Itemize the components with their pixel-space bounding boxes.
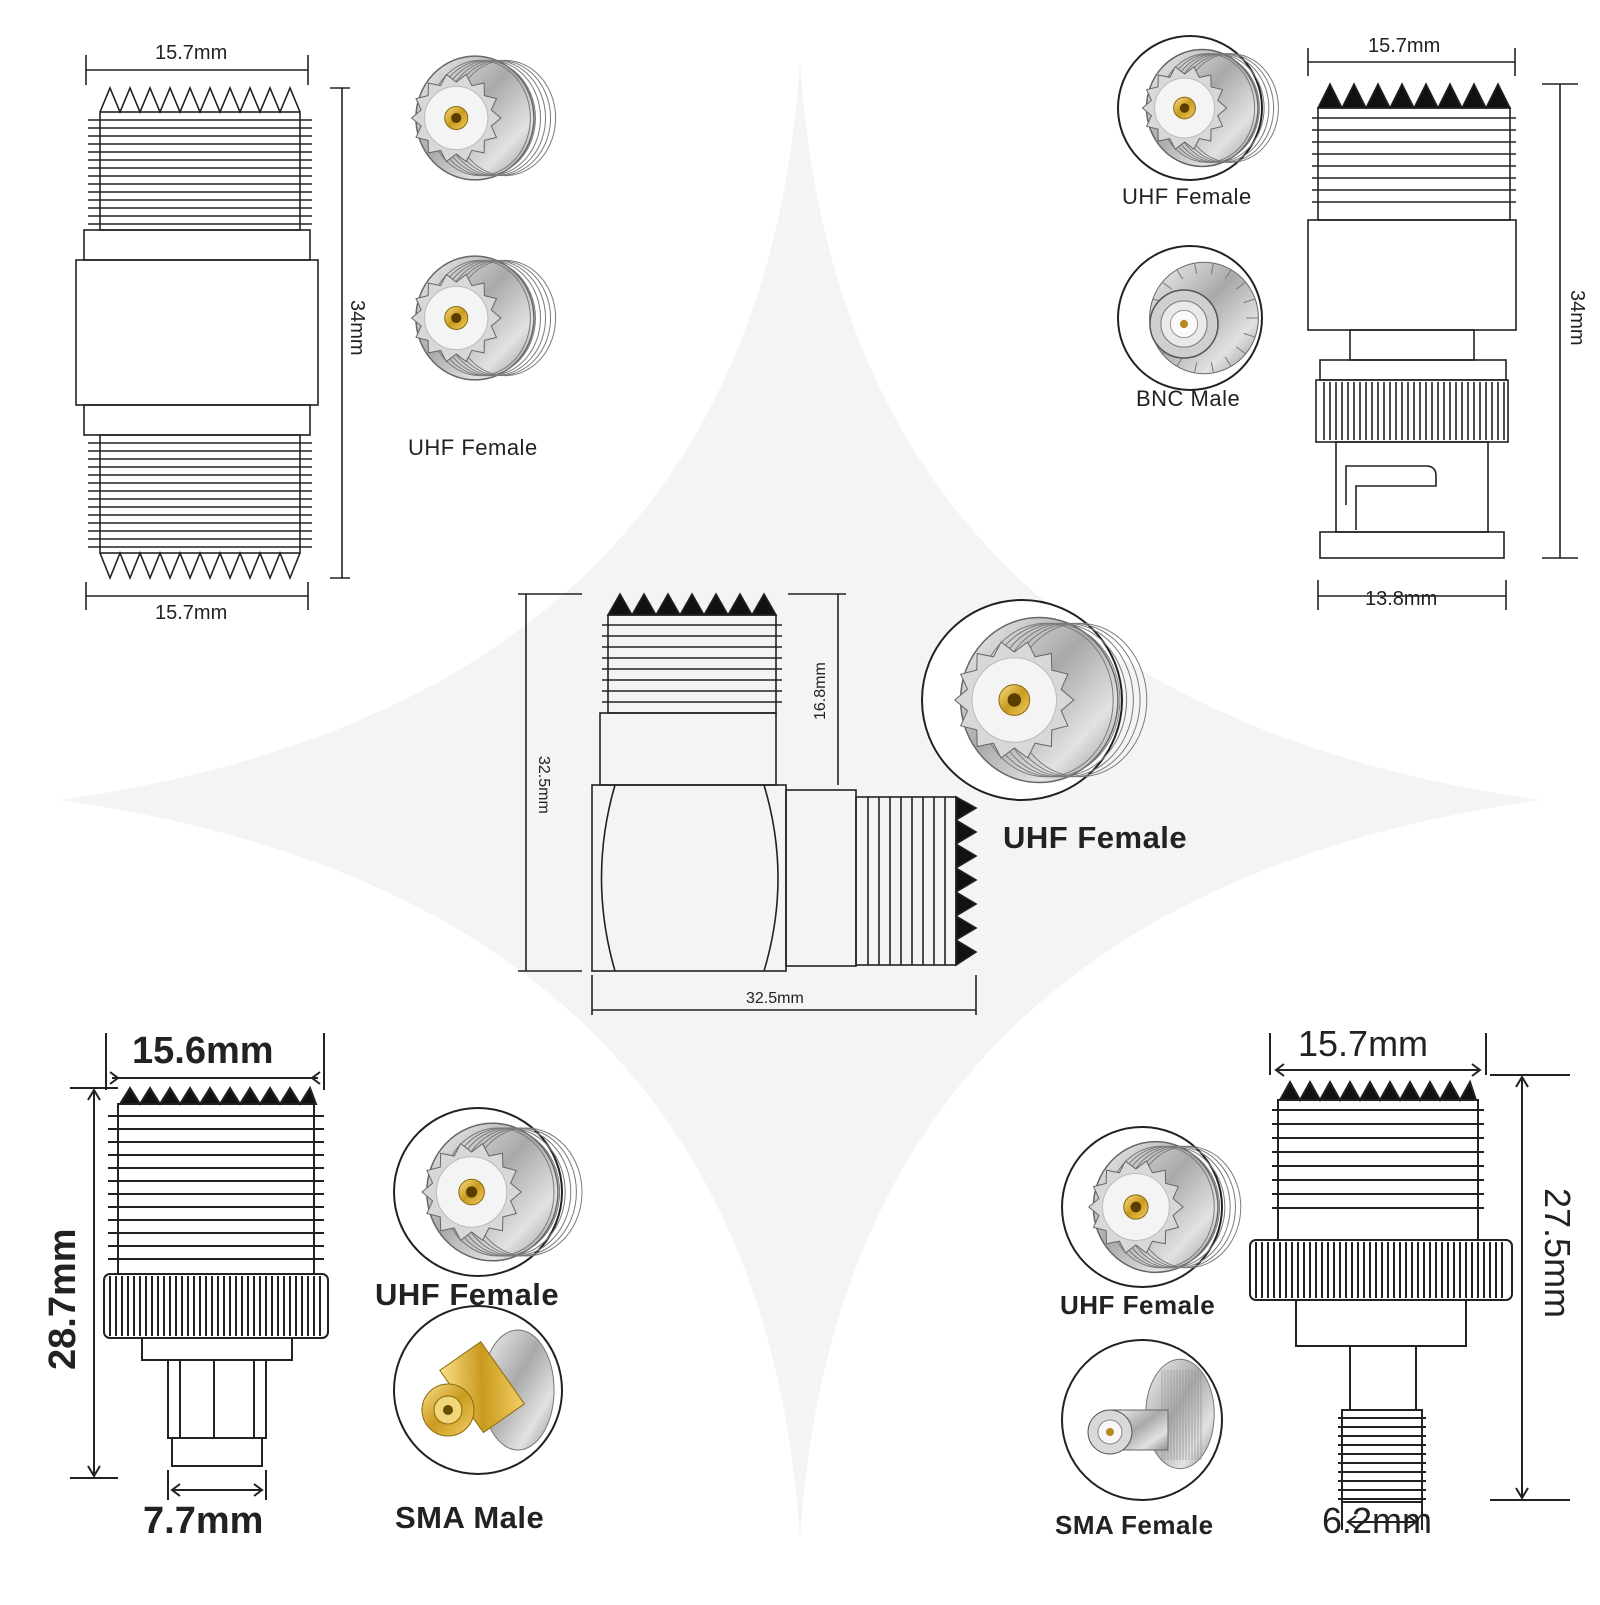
br-width-bottom-label: 6.2mm (1322, 1500, 1433, 1541)
bl-width-bottom-label: 7.7mm (143, 1500, 264, 1542)
center-height-upper-label: 16.8mm (812, 662, 829, 720)
bnc-male-photo-icon (1117, 245, 1263, 391)
tl-width-top-label: 15.7mm (155, 42, 228, 64)
br-length-label: 27.5mm (1537, 1188, 1578, 1319)
uhf-female-photo-icon (410, 255, 557, 381)
center-height-total-label: 32.5mm (535, 756, 552, 814)
br-width-top-label: 15.7mm (1298, 1023, 1429, 1064)
sma-male-photo-icon (393, 1305, 563, 1475)
br-sma-female-label: SMA Female (1055, 1510, 1214, 1540)
uhf-female-photo-icon (921, 599, 1148, 801)
bl-length-label: 28.7mm (42, 1228, 84, 1370)
tr-bnc-male-label: BNC Male (1136, 386, 1241, 411)
tr-width-top-label: 15.7mm (1368, 35, 1441, 57)
tr-length-label: 34mm (1566, 290, 1588, 346)
right-angle-uhf-female-drawing (518, 592, 978, 1015)
uhf-female-photo-icon (410, 55, 557, 181)
tl-width-bottom-label: 15.7mm (155, 602, 228, 624)
bl-uhf-female-label: UHF Female (375, 1277, 560, 1312)
center-width-label: 32.5mm (746, 990, 804, 1007)
tl-length-label: 34mm (346, 300, 368, 356)
background-star (60, 60, 1540, 1540)
tr-uhf-female-label: UHF Female (1122, 184, 1252, 209)
br-uhf-female-label: UHF Female (1060, 1290, 1216, 1320)
uhf-female-to-sma-male-drawing (70, 1033, 329, 1500)
sma-female-photo-icon (1061, 1339, 1223, 1501)
uhf-female-to-uhf-female-drawing (75, 55, 350, 610)
uhf-female-photo-icon (393, 1107, 583, 1277)
center-uhf-female-label: UHF Female (1003, 820, 1188, 855)
tr-width-bottom-label: 13.8mm (1365, 588, 1438, 610)
uhf-female-to-bnc-male-drawing (1307, 48, 1578, 610)
uhf-female-to-sma-female-drawing (1249, 1033, 1570, 1530)
uhf-female-photo-icon (1117, 35, 1279, 181)
tl-uhf-female-label: UHF Female (408, 435, 538, 460)
bl-width-top-label: 15.6mm (132, 1030, 274, 1072)
bl-sma-male-label: SMA Male (395, 1500, 545, 1535)
uhf-female-photo-icon (1061, 1126, 1242, 1288)
